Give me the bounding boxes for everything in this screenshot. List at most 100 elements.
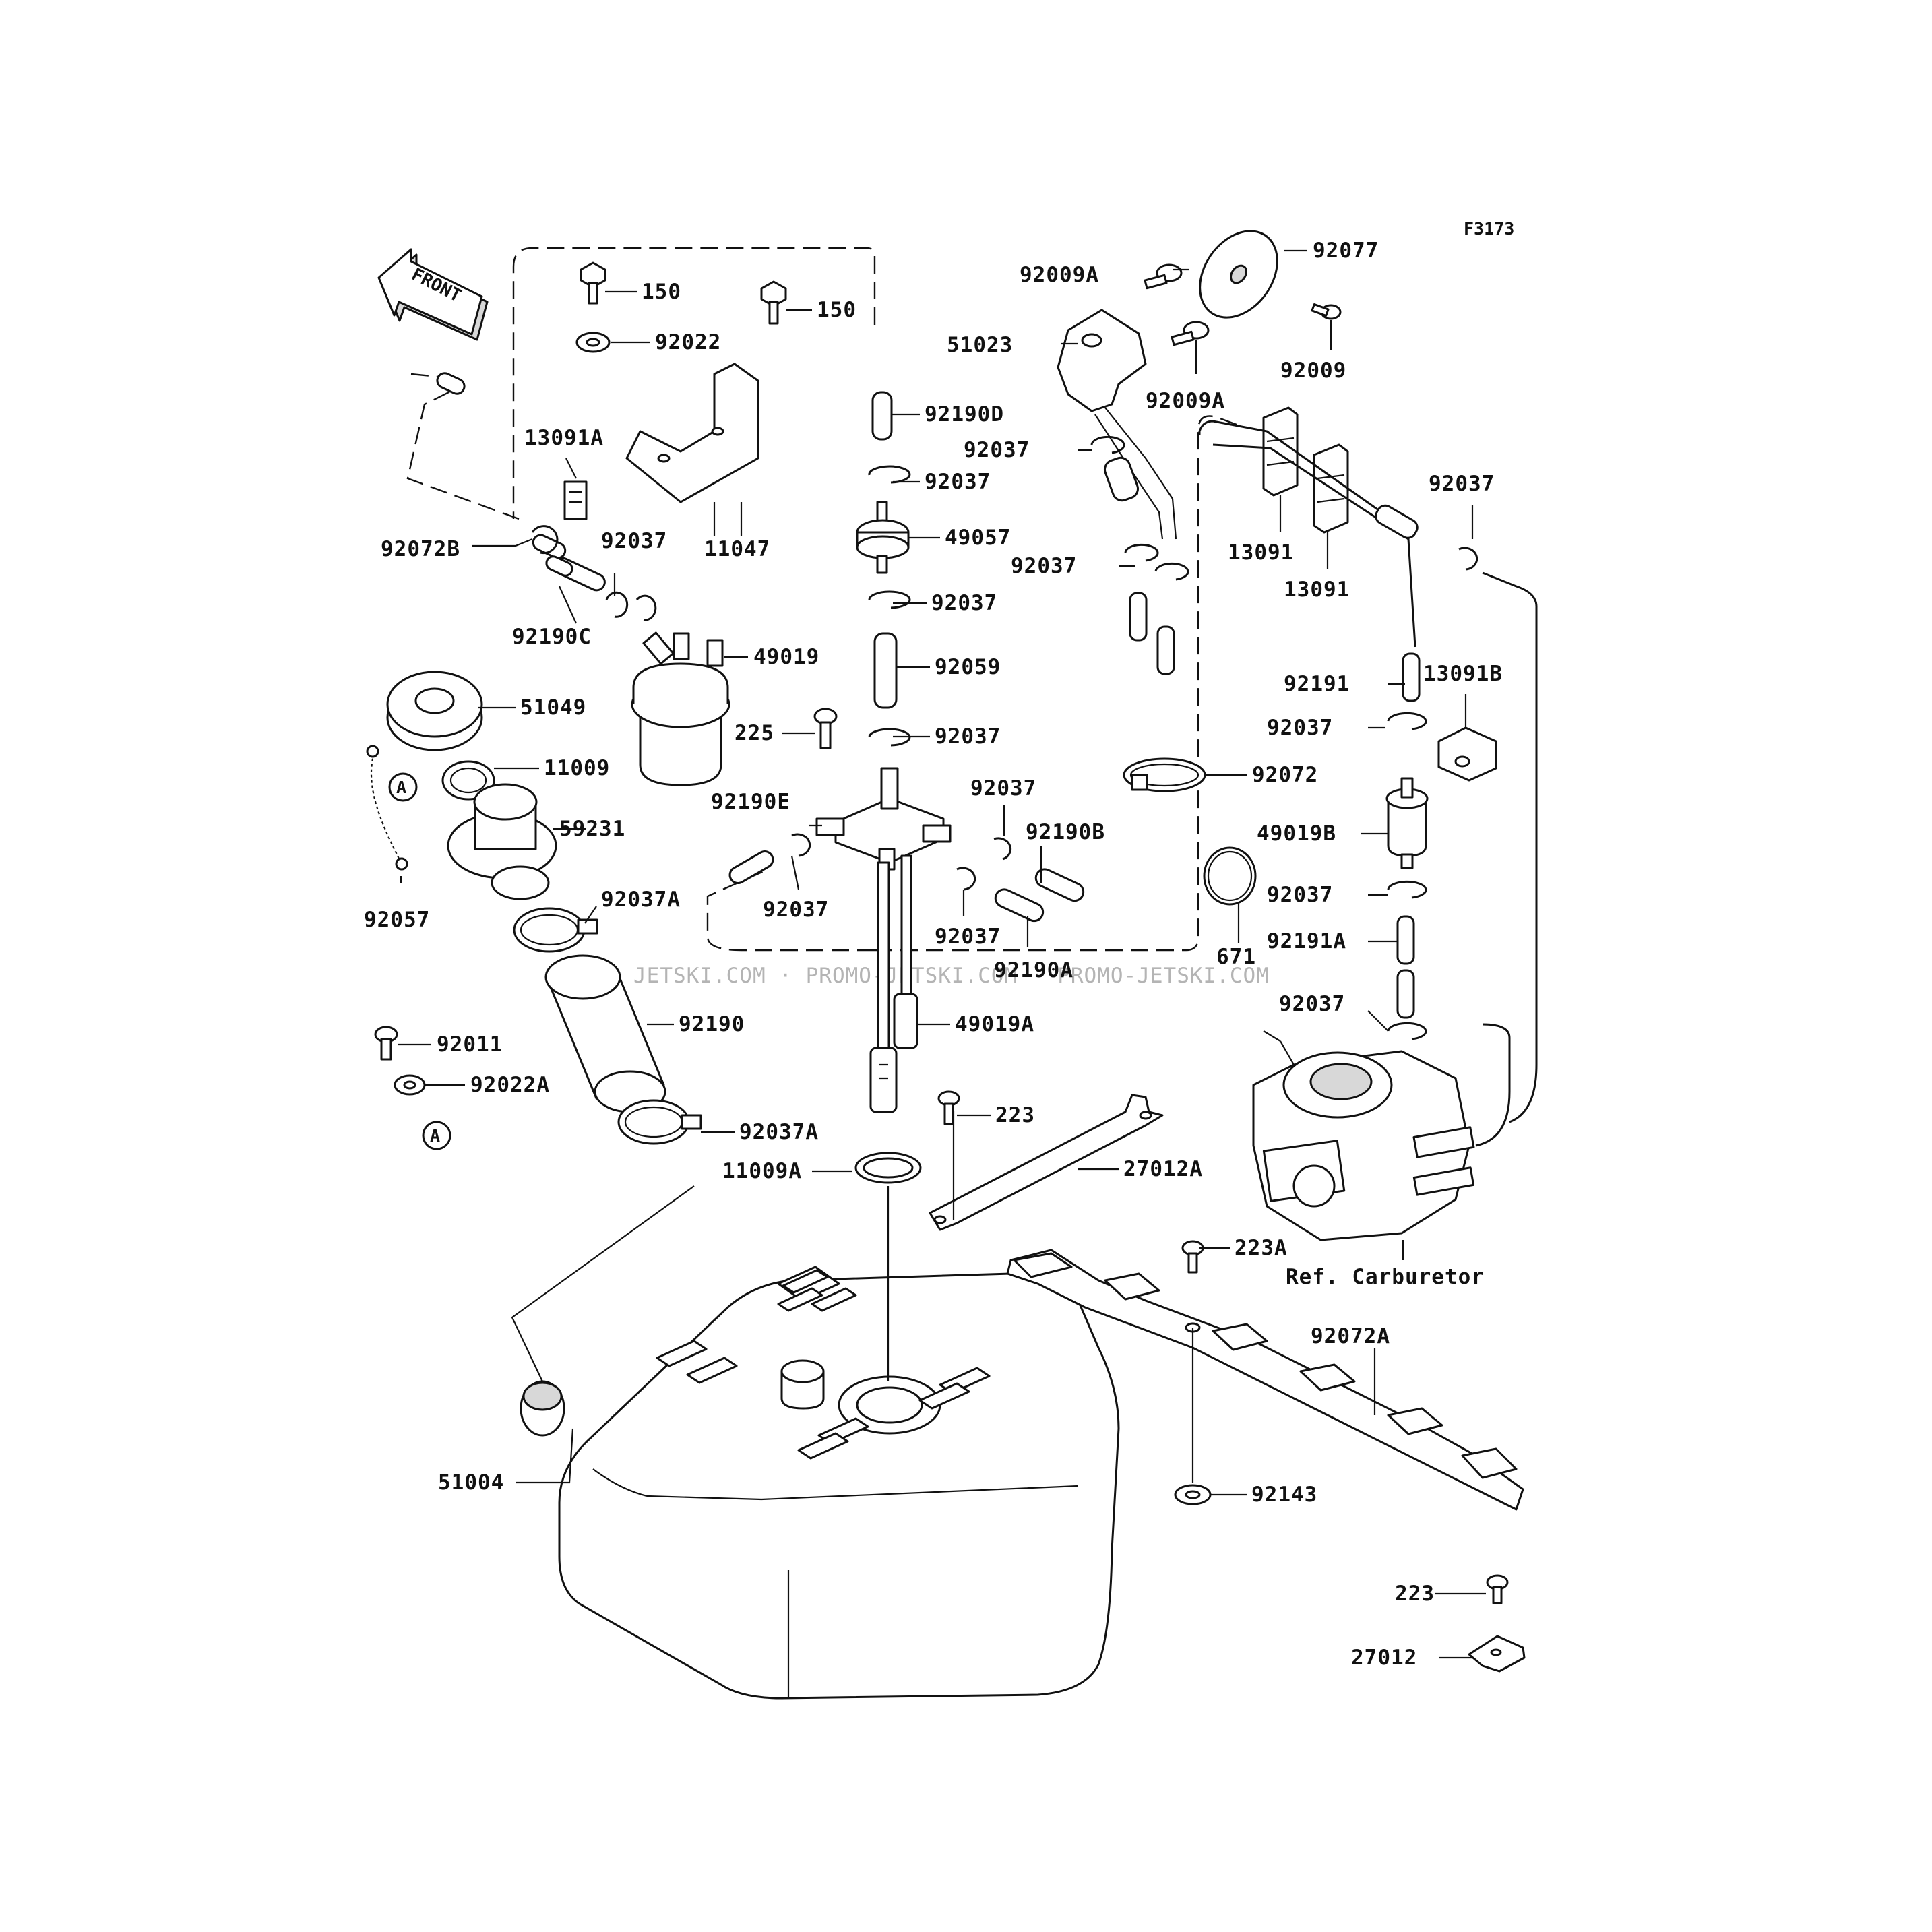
bolts-92009A — [1144, 263, 1210, 346]
label-92037-mirror: 92037 — [964, 438, 1030, 462]
clamps-92037-tap — [791, 833, 1012, 891]
screw-92009 — [1311, 303, 1342, 320]
label-13091-upper: 13091 — [1228, 540, 1294, 565]
label-92037A-lower: 92037A — [739, 1120, 819, 1144]
washer-92022A — [394, 1074, 426, 1096]
marker-a-upper: A — [388, 772, 418, 802]
clamps-92037-left — [531, 525, 657, 621]
label-49019B: 49019B — [1257, 821, 1336, 846]
label-51049: 51049 — [520, 695, 586, 720]
label-92190: 92190 — [679, 1012, 745, 1036]
bolt-150-right — [760, 280, 787, 325]
label-49019: 49019 — [753, 645, 819, 669]
label-59231: 59231 — [559, 817, 625, 841]
hose-92190E — [728, 850, 774, 884]
label-92037-c1: 92037 — [925, 470, 991, 494]
valve-49057 — [856, 501, 910, 574]
label-92190C: 92190C — [512, 625, 592, 649]
filter-bracket — [625, 363, 759, 503]
marker-a-upper-text: A — [396, 778, 406, 797]
label-92072B: 92072B — [381, 537, 460, 561]
hoses-92190A-B — [994, 868, 1085, 923]
bolt-223A — [1181, 1240, 1204, 1274]
front-arrow: FRONT — [377, 248, 489, 341]
label-92037-c3: 92037 — [935, 724, 1001, 749]
label-92190A: 92190A — [994, 958, 1073, 983]
label-223: 223 — [995, 1103, 1035, 1127]
clip-13091B — [1437, 701, 1497, 782]
bracket-27012A — [929, 1094, 1164, 1231]
label-92037-far-right: 92037 — [1429, 472, 1495, 496]
fuel-tap-assembly — [815, 767, 952, 871]
label-51023: 51023 — [947, 333, 1013, 357]
bolt-225 — [813, 708, 838, 749]
label-92057: 92057 — [364, 908, 430, 932]
carburetor — [1252, 571, 1538, 1241]
label-11047: 11047 — [704, 537, 770, 561]
label-92037-left: 92037 — [601, 529, 667, 553]
fuel-tank — [520, 1266, 1120, 1700]
label-92011: 92011 — [437, 1032, 503, 1057]
bracket-51023 — [1057, 309, 1177, 540]
hose-92059 — [873, 632, 898, 709]
label-92191A: 92191A — [1267, 929, 1346, 954]
clamp-92037-c2 — [868, 590, 911, 609]
clip-13091A — [563, 480, 588, 520]
part-labels: 150 150 92022 92190D 13091A 92037 49057 … — [364, 239, 1503, 1670]
label-223-small: 223 — [1395, 1582, 1435, 1606]
clamp-92072 — [1123, 757, 1206, 792]
label-150-left: 150 — [642, 280, 681, 304]
label-92037-hose-right: 92037 — [1011, 554, 1077, 578]
pickup-pipes — [869, 854, 918, 1113]
clips-13091 — [1262, 406, 1349, 534]
label-51004: 51004 — [438, 1470, 504, 1495]
label-27012: 27012 — [1351, 1646, 1417, 1670]
clamp-strap-92072A — [1006, 1249, 1524, 1511]
clamps-92037-right-col — [1387, 547, 1478, 1040]
hose-routing-right — [1198, 420, 1421, 702]
label-92037-tap-lower: 92037 — [935, 925, 1001, 949]
label-92009: 92009 — [1280, 359, 1346, 383]
label-223A: 223A — [1235, 1236, 1288, 1260]
label-ref-carburetor: Ref. Carburetor — [1286, 1265, 1485, 1289]
label-92072A: 92072A — [1311, 1324, 1390, 1348]
clamps-92037-right — [1090, 435, 1189, 581]
bolt-92011 — [374, 1026, 398, 1061]
label-13091A: 13091A — [524, 426, 604, 450]
label-92022: 92022 — [655, 330, 721, 354]
label-11009: 11009 — [544, 756, 610, 780]
label-92037-49019B: 92037 — [1267, 883, 1333, 907]
label-27012A: 27012A — [1123, 1157, 1203, 1181]
label-92143: 92143 — [1251, 1483, 1317, 1507]
marker-a-lower-text: A — [430, 1126, 440, 1146]
label-92022A: 92022A — [470, 1073, 550, 1097]
label-150-right: 150 — [817, 298, 856, 322]
o-ring-671 — [1203, 846, 1257, 906]
bolt-150-left — [580, 261, 606, 305]
clamp-92037-c1 — [868, 465, 911, 484]
label-11009A: 11009A — [722, 1159, 802, 1183]
label-92072: 92072 — [1252, 763, 1318, 787]
washer-92022 — [575, 332, 611, 353]
label-92037-tap-left: 92037 — [763, 898, 829, 922]
label-49057: 49057 — [945, 526, 1011, 550]
label-92037-13091B: 92037 — [1267, 716, 1333, 740]
bolt-223 — [937, 1090, 960, 1125]
label-92009A-lower: 92009A — [1146, 389, 1225, 413]
label-92037-carb: 92037 — [1279, 992, 1345, 1016]
tank-ribs — [656, 1269, 991, 1460]
label-92037-c2: 92037 — [931, 591, 997, 615]
label-13091-lower: 13091 — [1284, 578, 1350, 602]
marker-a-lower: A — [422, 1121, 451, 1150]
clamp-92037-c3 — [868, 728, 911, 747]
watermark: JETSKI.COM · PROMO-JETSKI.COM · PROMO-JE… — [633, 964, 1270, 988]
label-92190D: 92190D — [925, 402, 1004, 427]
label-13091B: 13091B — [1423, 662, 1503, 686]
label-92037-tap-right: 92037 — [970, 776, 1036, 801]
label-92059: 92059 — [935, 655, 1001, 679]
washer-11009A — [854, 1152, 922, 1184]
fuel-filler-cap — [386, 671, 483, 751]
fuel-filter-49019 — [631, 631, 730, 786]
label-92190E: 92190E — [711, 790, 790, 814]
